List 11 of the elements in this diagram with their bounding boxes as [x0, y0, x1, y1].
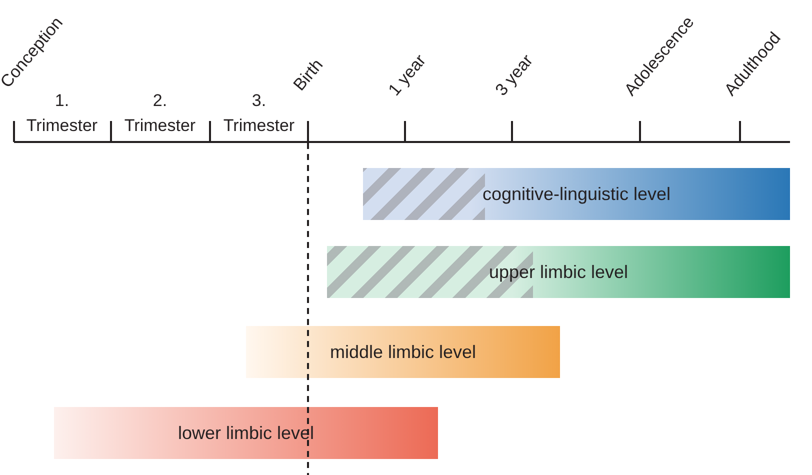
level-bar: [363, 168, 790, 220]
bar-label: middle limbic level: [330, 342, 476, 362]
bar-label: upper limbic level: [488, 262, 628, 282]
level-bar: [246, 326, 560, 378]
level-bar: [54, 407, 438, 459]
level-bar: [327, 246, 790, 298]
period-label: 3. Trimester: [222, 90, 296, 137]
period-label: 1. Trimester: [25, 90, 99, 137]
bar-label: lower limbic level: [178, 422, 314, 444]
bar-label: cognitive-linguistic level: [482, 184, 671, 204]
period-label: 2. Trimester: [123, 90, 197, 137]
